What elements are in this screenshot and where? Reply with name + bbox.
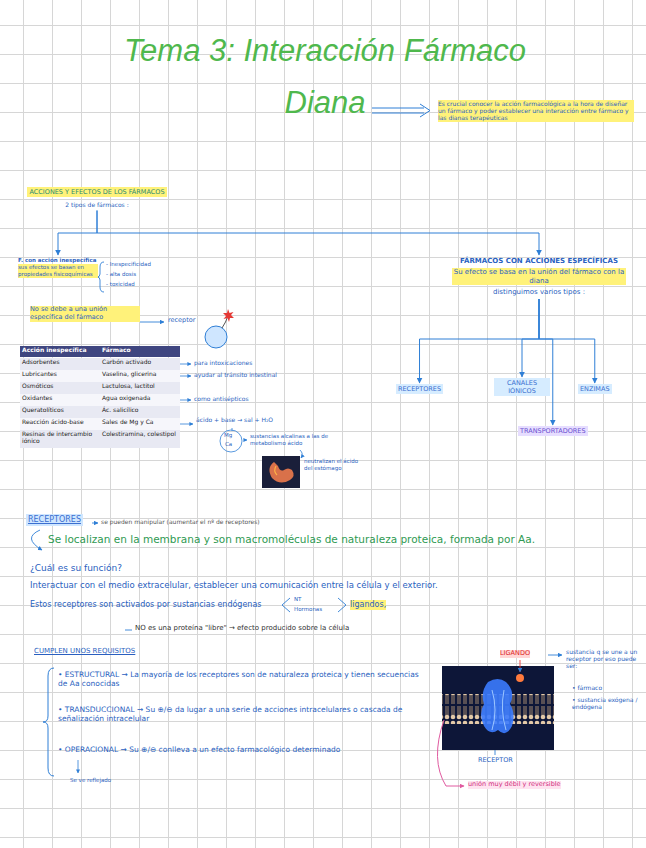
concept-node: TRANSPORTADORES [518,426,588,436]
leader-arrow [140,322,164,323]
note-label: - alta dosis [106,271,170,278]
note-label: unión muy débil y reversible [468,781,561,789]
node-heading: FÁRMACOS CON ACCIONES ESPECÍFICAS [452,257,626,266]
note-label: se pueden manipular (aumentar el nº de r… [101,518,260,525]
note-label: sustancia q se une a un receptor por eso… [566,648,642,670]
note-label: NT [294,596,301,603]
concept-node: RECEPTORES [26,514,83,526]
node-body: sus efectos se basan en propiedades fisi… [18,264,98,278]
note-label: • fármaco [572,684,642,691]
note-label: receptor [168,317,195,325]
brace [97,262,104,292]
node-heading: F. con acción inespecífica [18,257,98,264]
table-cell: Lubricantes [20,370,100,382]
concept-node: RECEPTORES [396,384,443,394]
table-cell: Lactulosa, lactitol [100,382,180,394]
note-label: para intoxicaciones [194,359,252,366]
note-label: RECEPTOR [478,757,513,765]
table-cell: Fármaco [100,346,180,357]
note-label: No se debe a una unión específica del fá… [30,306,140,322]
node-heading: CANALES IÓNICOS [496,379,548,395]
concept-node: F. con acción inespecíficasus efectos se… [16,256,100,279]
table-cell: Adsorbentes [20,358,100,370]
note-label: Mg [224,432,232,439]
connector [97,211,539,256]
ligand-arrows [437,655,562,786]
table-cell: Resinas de intercambio iónico [20,430,100,448]
note-label: • TRANSDUCCIONAL → Su ⊕/⊖ da lugar a una… [58,705,428,723]
connector [539,299,553,425]
ion-circle [220,430,242,452]
concept-node: ENZIMAS [578,384,612,394]
note-label: LIGANDO [500,650,530,658]
note-label: sustancias alcalinas a las de metabolism… [250,433,350,446]
note-label: neutralizan el ácido del estómago [304,458,364,471]
concept-node: CUMPLEN UNOS REQUISITOS [32,646,137,657]
node-heading: ENZIMAS [580,385,610,393]
note-label: Interactuar con el medio extracelular, e… [30,580,636,590]
note-label: Ca [225,441,232,448]
note-label: - Inespecificidad [106,261,170,268]
stomach-image [262,456,300,488]
note-label: - toxicidad [106,281,170,288]
table-cell: Vaselina, glicerina [100,370,180,382]
table-cell: Carbón activado [100,358,180,370]
concept-node: ACCIONES Y EFECTOS DE LOS FÁRMACOS 2 tipo… [22,178,172,210]
note-label: NO es una proteína "libre" → efecto prod… [135,624,515,632]
table-cell: Oxidantes [20,394,100,406]
node-heading: RECEPTORES [398,385,441,393]
table-cell: Osmóticos [20,382,100,394]
node-heading: TRANSPORTADORES [520,427,586,435]
connector [58,211,97,256]
note-label: ¿Cuál es su función? [30,563,122,574]
node-heading: RECEPTORES [28,515,81,525]
connector [539,299,595,383]
table-cell: Ác. salicílico [100,406,180,418]
note-label: Se ve reflejado [70,777,111,784]
table-cell: Acción inespecífica [20,346,100,357]
note-label: Estos receptores son activados por susta… [30,600,280,610]
table-cell: Colestiramina, colestipol [100,430,180,448]
table-cell: Queratolíticos [20,406,100,418]
table-cell: Agua oxigenada [100,394,180,406]
note-label: ayudar al tránsito intestinal [194,371,277,378]
note-label: • ESTRUCTURAL → La mayoría de los recept… [58,670,428,688]
note-label: Hormonas [294,606,322,613]
node-body: distinguimos varios tipos : [452,288,626,297]
concept-node: CANALES IÓNICOS [494,378,550,396]
note-label: • OPERACIONAL → Su ⊕/⊖ conlleva a un efe… [58,745,428,754]
connector [522,299,539,377]
note-label: • sustancia exógena / endógena [572,696,642,710]
table-cell: Reacción ácido-base [20,418,100,430]
note-label: como antisépticos [194,395,249,402]
node-heading: CUMPLEN UNOS REQUISITOS [34,647,135,656]
note-label: Es crucial conocer la acción farmacológi… [438,100,634,122]
note-label: ácido + base → sal + H₂O [196,416,273,423]
concept-node: FÁRMACOS CON ACCIONES ESPECÍFICAS Su efec… [450,256,628,298]
table-cell: Sales de Mg y Ca [100,418,180,430]
title-arrow [372,104,430,117]
connector [420,299,539,383]
receptor-image [442,666,554,750]
node-heading: ACCIONES Y EFECTOS DE LOS FÁRMACOS [27,187,166,197]
operational-arrow [78,760,79,773]
note-label: Se localizan en la membrana y son macrom… [48,533,638,546]
note-label: ligandos, [350,600,386,610]
bomb-icon [205,309,234,348]
node-body: Su efecto se basa en la unión del fármac… [452,268,626,286]
requirements-bracket [43,668,54,776]
node-body: 2 tipos de fármacos : [24,201,170,209]
